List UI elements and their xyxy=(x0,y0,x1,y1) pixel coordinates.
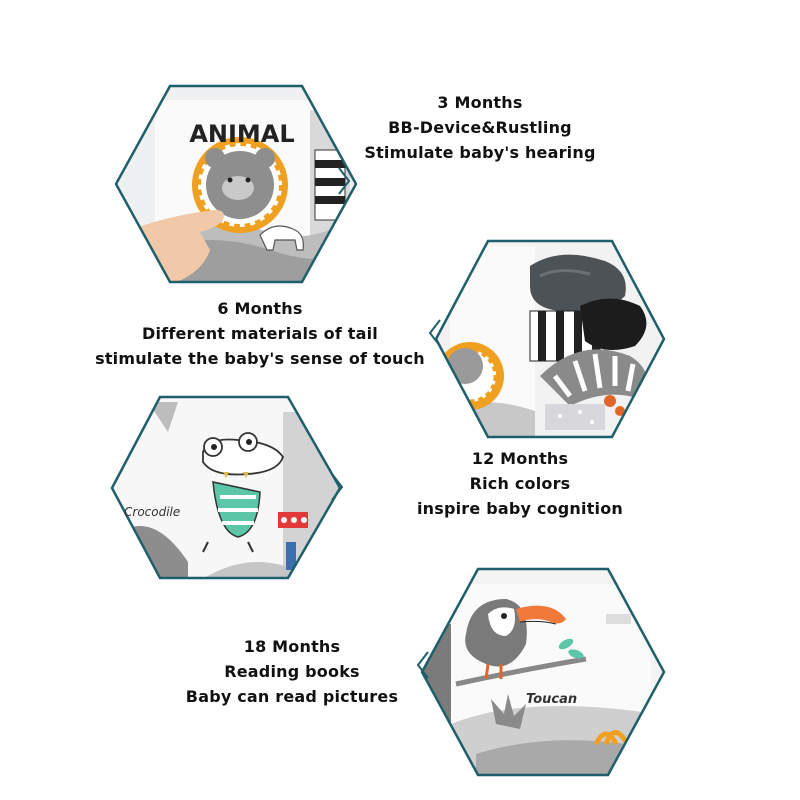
chevron-right-icon xyxy=(338,167,351,195)
hexagon-photo-12-months: Crocodile xyxy=(110,395,342,580)
toucan-icon xyxy=(465,599,566,680)
book-label-animal: ANIMAL xyxy=(189,120,294,148)
lion-toy-icon xyxy=(192,137,288,233)
caption-line: Reading books xyxy=(224,662,360,681)
book-label-toucan: Toucan xyxy=(526,692,577,707)
hexagon-photo-3-months: ANIMAL xyxy=(114,84,358,284)
caption-title: 6 Months xyxy=(217,299,303,318)
caption-line: Baby can read pictures xyxy=(185,687,399,706)
hexagon-photo-6-months xyxy=(434,239,666,439)
caption-title: 12 Months xyxy=(471,449,569,468)
caption-18-months: 18 Months Reading books Baby can read pi… xyxy=(142,634,442,709)
caption-line: Stimulate baby's hearing xyxy=(364,143,596,162)
caption-line: Rich colors xyxy=(469,474,571,493)
caption-line: Different materials of tail xyxy=(142,324,378,343)
caption-title: 18 Months xyxy=(243,637,341,656)
caption-line: BB-Device&Rustling xyxy=(388,118,572,137)
book-label-crocodile: Crocodile xyxy=(124,505,180,519)
caption-line: inspire baby cognition xyxy=(416,499,624,518)
caption-title: 3 Months xyxy=(437,93,523,112)
crocodile-icon xyxy=(202,432,284,553)
caption-line: stimulate the baby's sense of touch xyxy=(95,349,425,368)
chevron-left-icon xyxy=(428,319,441,347)
chevron-left-icon xyxy=(416,651,429,679)
caption-6-months: 6 Months Different materials of tail sti… xyxy=(60,296,460,371)
striped-tail-icon xyxy=(540,349,648,406)
chevron-right-icon xyxy=(331,473,344,501)
caption-3-months: 3 Months BB-Device&Rustling Stimulate ba… xyxy=(330,90,630,165)
caption-12-months: 12 Months Rich colors inspire baby cogni… xyxy=(370,446,670,521)
plush-tail-icon xyxy=(530,254,626,312)
hexagon-photo-18-months: Toucan xyxy=(420,567,666,777)
